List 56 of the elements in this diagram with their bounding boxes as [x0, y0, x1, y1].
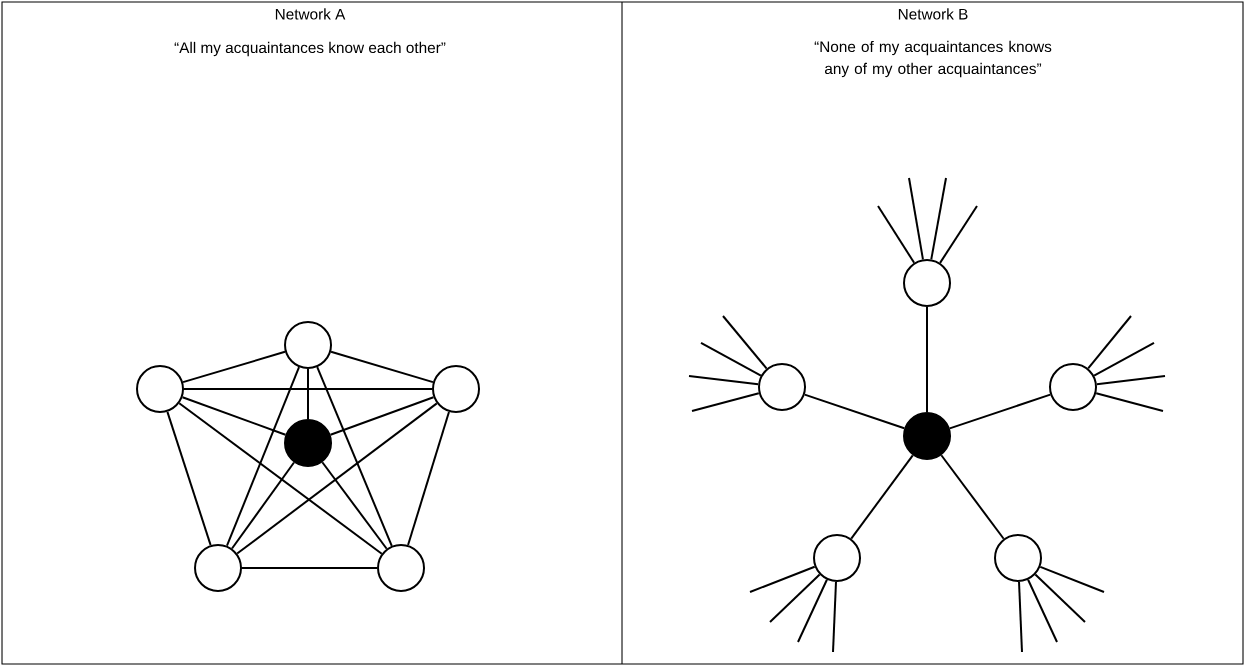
line	[749, 565, 816, 593]
line	[1093, 342, 1155, 377]
line	[691, 392, 760, 412]
line	[166, 410, 212, 547]
line	[1027, 578, 1058, 643]
line	[181, 396, 287, 436]
line	[329, 396, 435, 436]
line	[688, 375, 760, 386]
line	[803, 393, 906, 430]
line	[877, 205, 916, 264]
circle-node	[377, 544, 425, 592]
line	[241, 567, 378, 569]
cell-text: Network B	[898, 8, 968, 20]
line	[832, 580, 837, 653]
line	[926, 306, 928, 413]
line	[183, 388, 433, 390]
line	[1039, 565, 1105, 593]
cell-text: “None of my acquaintances knows any of my other acquaintances”	[814, 40, 1052, 78]
line	[939, 205, 978, 264]
line	[850, 454, 914, 540]
line	[316, 366, 393, 547]
circle-node	[813, 534, 861, 582]
line	[1034, 573, 1086, 623]
line	[182, 350, 286, 384]
circle-node	[194, 544, 242, 592]
line	[330, 350, 434, 384]
line	[1087, 315, 1132, 370]
line	[236, 402, 438, 555]
line	[1095, 392, 1164, 412]
line	[226, 366, 301, 547]
line	[948, 393, 1052, 430]
circle-node	[903, 259, 951, 307]
circle-node	[432, 365, 480, 413]
line	[722, 315, 768, 370]
line	[307, 368, 309, 420]
circle-node	[758, 363, 806, 411]
line	[1018, 580, 1023, 653]
line	[407, 410, 450, 547]
cell-text: “All my acquaintances know each other”	[174, 41, 446, 57]
filled-circle-node	[284, 419, 332, 467]
circle-node	[994, 534, 1042, 582]
cell-text: Network A	[275, 8, 346, 20]
line	[321, 461, 388, 550]
circle-node	[1049, 363, 1097, 411]
circle-node	[284, 321, 332, 369]
line	[940, 454, 1005, 540]
line	[178, 402, 383, 555]
line	[908, 177, 924, 261]
line	[769, 573, 821, 623]
circle-node	[136, 365, 184, 413]
line	[231, 461, 295, 550]
line	[700, 342, 762, 377]
filled-circle-node	[903, 412, 951, 460]
line	[1095, 375, 1166, 386]
line	[930, 177, 947, 261]
line	[797, 578, 828, 643]
